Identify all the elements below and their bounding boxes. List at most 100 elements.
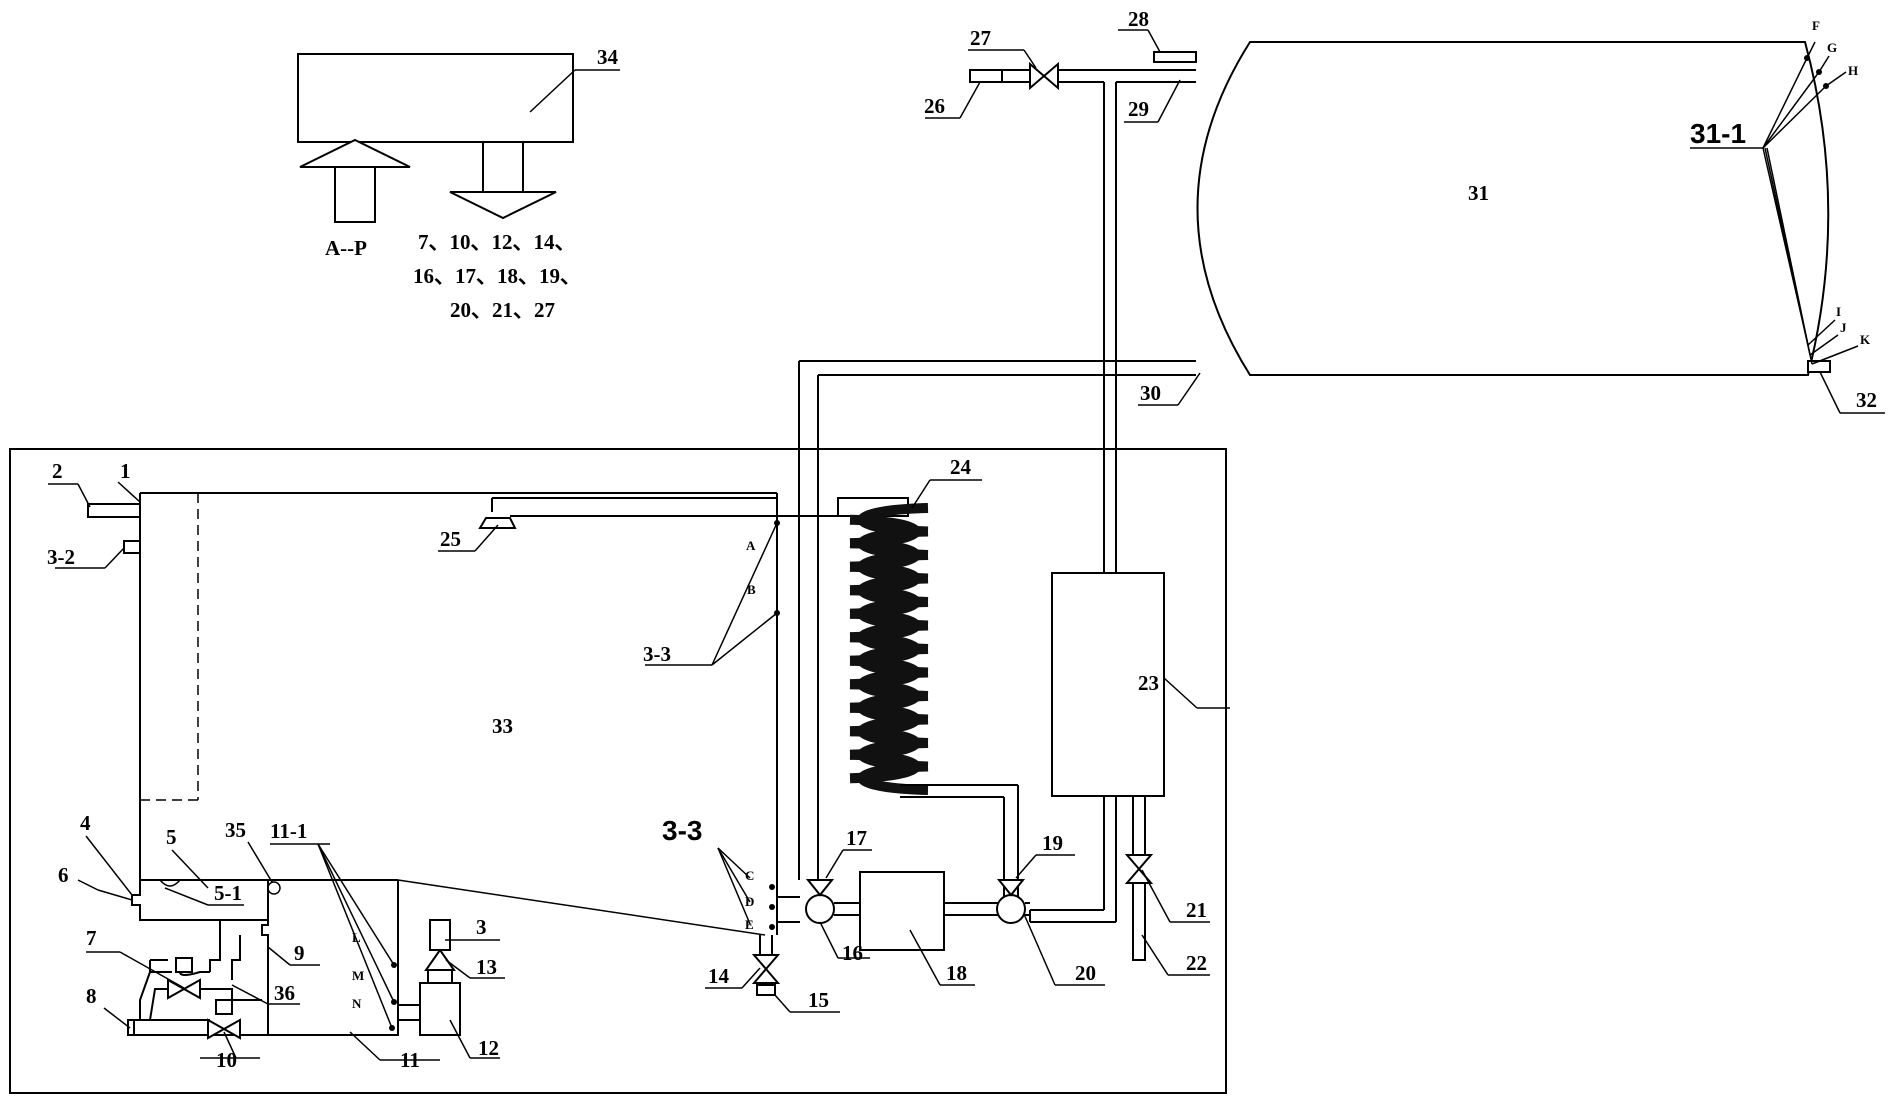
- valve-27: 27 26: [924, 26, 1060, 119]
- valve-10-actuator: [215, 999, 233, 1015]
- input-arrow-head: [299, 138, 411, 168]
- label-3-2: 3-2: [47, 545, 75, 569]
- outlet-8: [127, 1019, 135, 1036]
- valve-20: [996, 894, 1026, 924]
- point-N: N: [352, 996, 362, 1011]
- valve-7-actuator: [175, 957, 193, 973]
- label-23: 23: [1138, 671, 1159, 695]
- label-26: 26: [924, 94, 945, 118]
- valve-16: [805, 894, 835, 924]
- sensors-3-3-lower: C D E 3-3 14 15: [662, 815, 840, 1013]
- valve-10: [207, 1018, 227, 1040]
- controller-outputs-line2: 16、17、18、19、: [413, 264, 581, 288]
- label-32: 32: [1856, 388, 1877, 412]
- label-13: 13: [476, 955, 497, 979]
- point-F: F: [1812, 18, 1820, 33]
- label-3-3-lower: 3-3: [662, 815, 702, 846]
- coil-loop: [857, 761, 929, 795]
- label-14: 14: [708, 964, 730, 988]
- valves-7-10: 7 8 10 36: [86, 926, 300, 1072]
- valve-21: 21 22: [1124, 796, 1210, 976]
- coil-loops: [849, 503, 929, 795]
- filter-5-1: [159, 879, 181, 887]
- label-12: 12: [478, 1036, 499, 1060]
- label-33: 33: [492, 714, 513, 738]
- label-1: 1: [120, 459, 131, 483]
- controller-34: 34 A--P 7、10、12、14、 16、17、18、19、 20、21、2…: [297, 45, 620, 322]
- pump-12-assembly: 3 13 12: [398, 915, 505, 1060]
- label-35: 35: [225, 818, 246, 842]
- point-E: E: [745, 917, 754, 932]
- output-arrow-head: [449, 191, 557, 220]
- controller-box: [297, 53, 574, 143]
- sensor-3: [429, 919, 451, 951]
- label-31: 31: [1468, 181, 1489, 205]
- label-28: 28: [1128, 7, 1149, 31]
- outlet-15: [756, 984, 776, 996]
- point-B: B: [747, 582, 756, 597]
- label-19: 19: [1042, 831, 1063, 855]
- label-25: 25: [440, 527, 461, 551]
- label-27: 27: [970, 26, 991, 50]
- label-22: 22: [1186, 951, 1207, 975]
- sensors-3-3-upper: A B 3-3: [643, 520, 780, 666]
- label-31-1: 31-1: [1690, 118, 1746, 149]
- label-30: 30: [1140, 381, 1161, 405]
- label-17: 17: [846, 826, 867, 850]
- controller-inputs-text: A--P: [325, 236, 367, 260]
- input-arrow-shaft: [334, 166, 376, 223]
- unit-23: 23 23: [1030, 572, 1230, 923]
- fitting-2: [87, 503, 141, 518]
- filter-13: [424, 948, 456, 971]
- valve-19-actuator: [996, 879, 1026, 897]
- outlet-26: [969, 69, 1003, 83]
- label-7: 7: [86, 926, 97, 950]
- heat-exchanger-coil-24: 24: [837, 455, 1019, 910]
- output-arrow-shaft: [482, 141, 524, 193]
- spray-pipe-25: 25: [438, 497, 855, 552]
- link-line: [397, 879, 766, 936]
- label-3-3-upper: 3-3: [643, 642, 671, 666]
- label-8: 8: [86, 984, 97, 1008]
- point-G: G: [1827, 40, 1837, 55]
- controller-outputs-line1: 7、10、12、14、: [418, 230, 576, 254]
- pump-18: [859, 871, 945, 951]
- fitting-28: [1153, 51, 1197, 63]
- label-10: 10: [216, 1048, 237, 1072]
- label-15: 15: [808, 988, 829, 1012]
- label-6: 6: [58, 863, 69, 887]
- sensor-3-2: [123, 540, 141, 554]
- label-29: 29: [1128, 97, 1149, 121]
- label-16: 16: [842, 941, 863, 965]
- point-C: C: [745, 868, 754, 883]
- pipe-29: 28 29: [1060, 7, 1197, 573]
- label-20: 20: [1075, 961, 1096, 985]
- label-18: 18: [946, 961, 967, 985]
- label-34: 34: [597, 45, 619, 69]
- pump-line: 17 16 18 19 20: [777, 826, 1105, 986]
- point-K: K: [1860, 332, 1871, 347]
- point-L: L: [352, 930, 361, 945]
- point-I: I: [1836, 304, 1841, 319]
- sensor-35: [267, 881, 281, 895]
- valve-17-actuator: [805, 879, 835, 897]
- nozzle-25: [478, 517, 517, 529]
- controller-outputs-line3: 20、21、27: [450, 298, 555, 322]
- label-5: 5: [166, 825, 177, 849]
- label-36: 36: [274, 981, 295, 1005]
- label-21: 21: [1186, 898, 1207, 922]
- label-9: 9: [294, 941, 305, 965]
- label-3: 3: [476, 915, 487, 939]
- lower-chamber: 5 5-1 35 4 6 9: [58, 811, 399, 1036]
- drain-22: [1132, 882, 1146, 961]
- enclosure-33: [9, 448, 1227, 1094]
- storage-tank-31: 32 31 31-1 F G H I J K: [1196, 18, 1885, 414]
- label-11-1: 11-1: [270, 819, 307, 843]
- label-24: 24: [950, 455, 972, 479]
- point-A: A: [746, 538, 756, 553]
- valve-14: [751, 954, 781, 971]
- label-4: 4: [80, 811, 91, 835]
- point-J: J: [1840, 320, 1847, 335]
- label-5-1: 5-1: [214, 881, 242, 905]
